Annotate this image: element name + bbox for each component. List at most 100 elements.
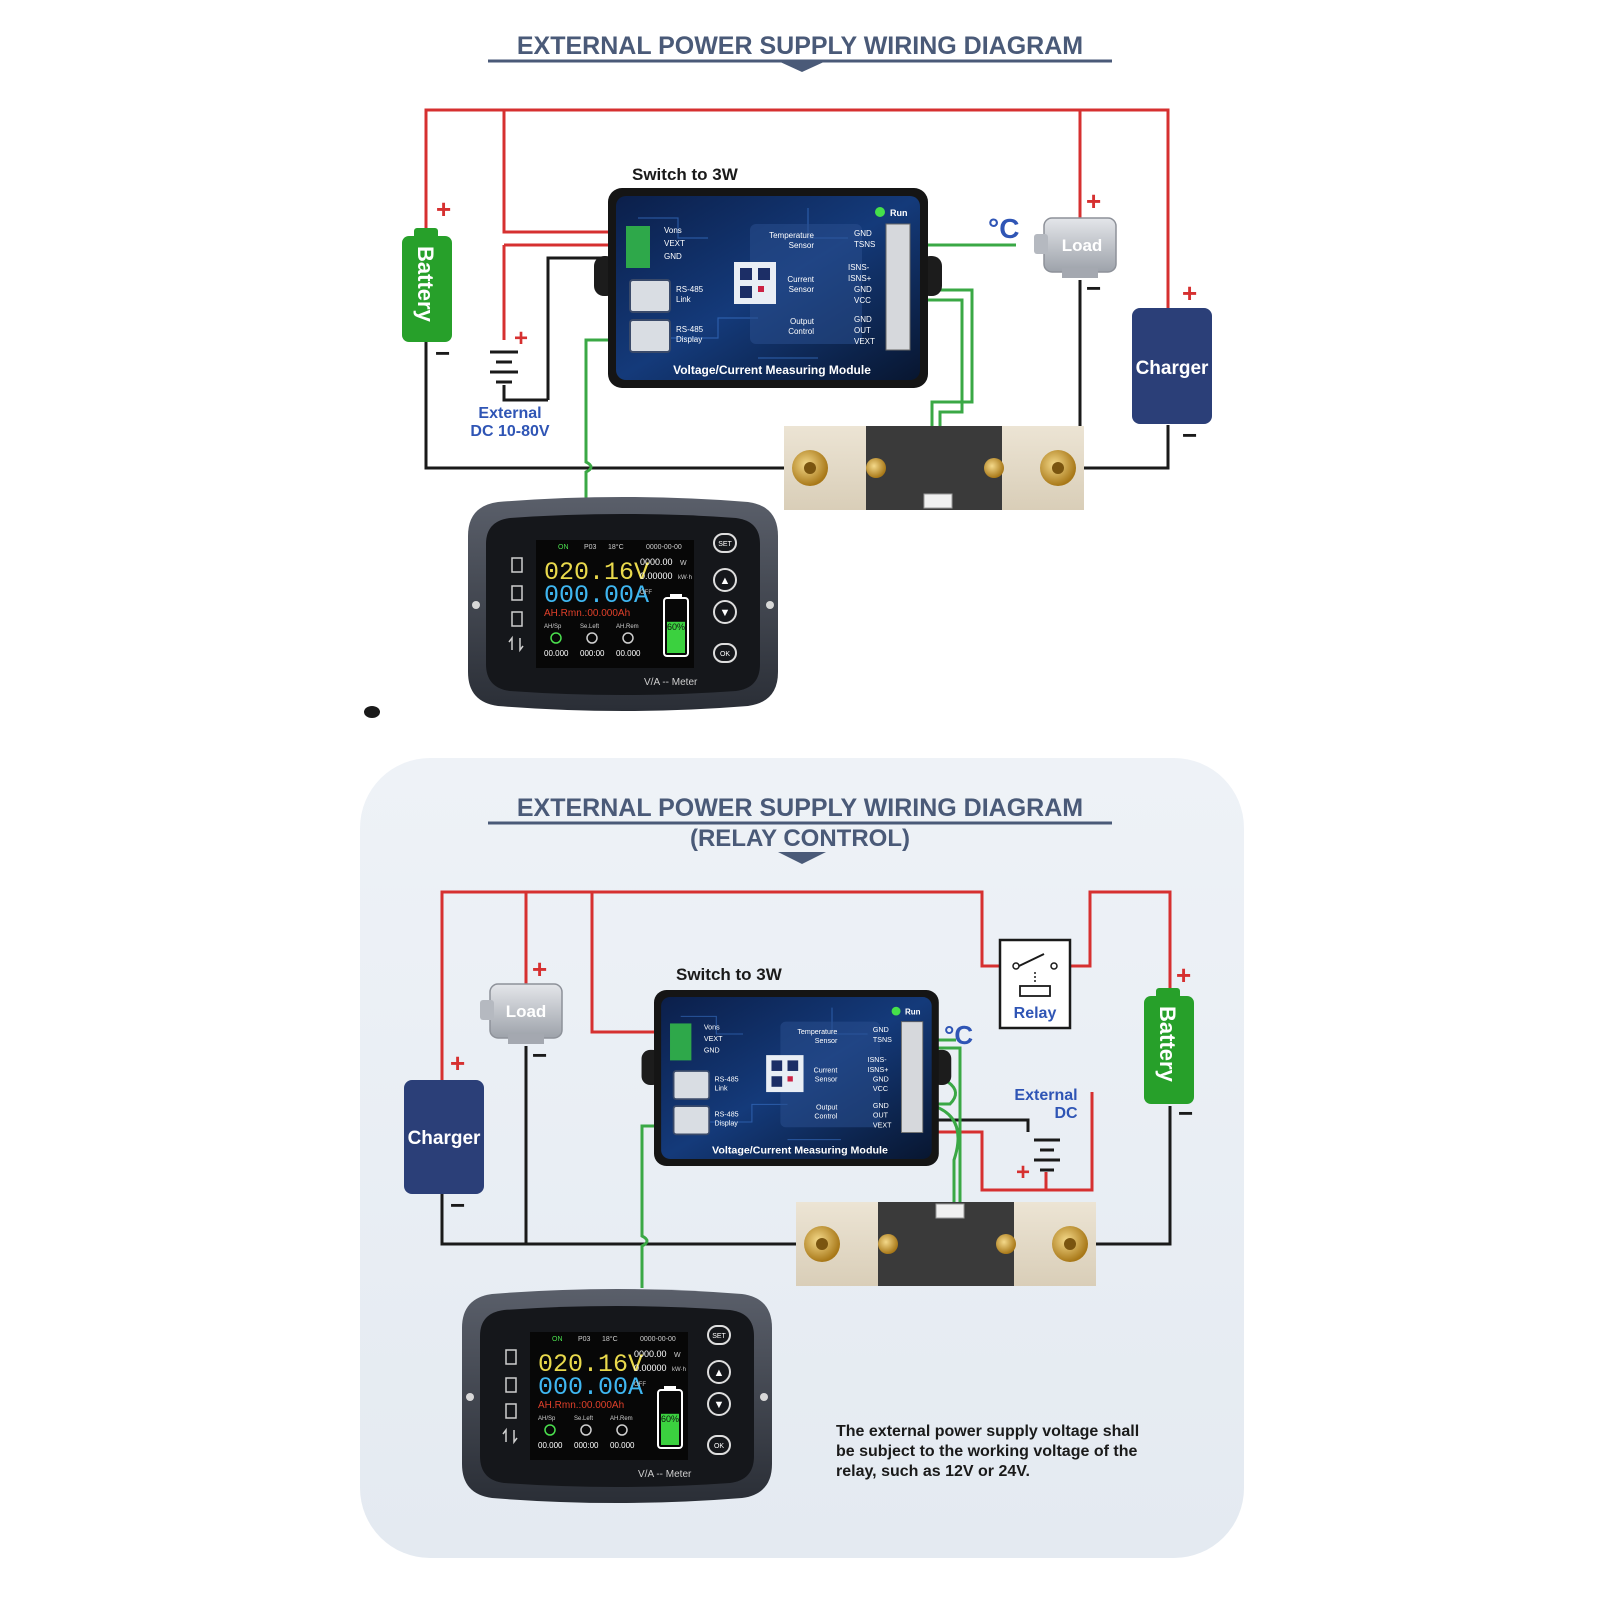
bottom-temp-group-2: Sensor [815,1037,838,1045]
bottom-charger [404,1080,484,1194]
bottom-measuring-module: Run Vons VEXT GND RS-485 Link RS-485 Dis… [641,989,952,1167]
top-meter-ok-button[interactable]: OK [713,643,737,663]
bottom-meter-power: 0000.00 [634,1349,667,1359]
bottom-note: The external power supply voltage shall … [836,1423,1139,1480]
top-meter-current: 000.00A [544,581,649,610]
bottom-note-line-3: relay, such as 12V or 24V. [836,1463,1030,1480]
bottom-meter-status-p: P03 [578,1336,591,1343]
bottom-title: EXTERNAL POWER SUPPLY WIRING DIAGRAM [517,794,1083,822]
bottom-pin-gnd: GND [704,1047,720,1055]
bottom-meter-stat-label-3: AH.Rem [610,1416,633,1422]
top-meter-stat-label-2: Se.Left [580,624,599,630]
top-meter-up-label: ▲ [720,575,731,587]
top-meter-status-temp: 18°C [608,543,624,551]
bottom-meter-ah-remain: AH.Rmn.:00.000Ah [538,1400,624,1411]
top-pin-vons: Vons [664,226,682,235]
top-module-rs485-link-port [629,279,671,313]
bottom-meter-status-temp: 18°C [602,1335,618,1343]
bottom-meter-energy: 0.00000 [634,1363,667,1373]
bottom-temp-symbol: °C [944,1020,973,1050]
top-charger [1132,308,1212,424]
bottom-meter-soc: 60% [661,1414,679,1424]
bottom-meter: ON P03 18°C 0000-00-00 020.16V 000.00A 0… [462,1289,772,1503]
top-meter-soc-fill [667,621,685,653]
top-output-group-1: Output [790,317,815,326]
top-external-dc-label-2: DC 10-80V [470,423,549,440]
top-load-plus: + [1086,186,1101,216]
top-title-arrow [778,61,826,72]
top-pin-temp-gnd: GND [854,229,872,238]
top-port2-line1: RS-485 [676,325,704,334]
bottom-meter-soc-fill [661,1413,679,1445]
top-module-run-label: Run [890,208,908,218]
top-module-name: Voltage/Current Measuring Module [673,363,871,377]
top-diagram: EXTERNAL POWER SUPPLY WIRING DIAGRAM Bat… [364,32,1212,718]
bottom-module-rs485-link-port [672,1070,711,1100]
top-meter-down-label: ▼ [720,607,731,619]
top-meter-ah-remain: AH.Rmn.:00.000Ah [544,608,630,619]
bottom-meter-up-label: ▲ [714,1367,725,1379]
top-meter-stat-1: 00.000 [544,649,569,658]
bottom-output-group-1: Output [816,1104,837,1112]
bottom-load-minus: − [532,1040,547,1070]
bottom-note-line-1: The external power supply voltage shall [836,1423,1139,1440]
bottom-battery: Battery [1144,988,1194,1104]
top-measuring-module: Run Vons VEXT GND RS-485 Link RS-485 Dis… [593,187,943,389]
bottom-pin-cur-gnd: GND [873,1076,889,1084]
top-pin-cur-gnd: GND [854,285,872,294]
top-pin-out-vext: VEXT [854,337,875,346]
top-meter-brand: V/A -- Meter [644,677,698,688]
top-charger-label: Charger [1136,358,1209,379]
bottom-meter-direction: OFF [634,1382,646,1388]
top-external-dc-plus: + [514,325,528,352]
bottom-port1-line2: Link [715,1084,729,1092]
top-meter-power: 0000.00 [640,557,673,567]
bottom-pin-vcc: VCC [873,1085,888,1093]
bottom-meter-ok-button[interactable]: OK [707,1435,731,1455]
top-load-minus: − [1086,273,1101,303]
bottom-temp-group-1: Temperature [797,1028,837,1036]
bottom-module-name: Voltage/Current Measuring Module [712,1145,888,1157]
top-meter-stat-3: 00.000 [616,649,641,658]
bottom-load: Load [480,983,563,1044]
stray-dot [364,706,380,718]
top-meter-soc: 60% [667,622,685,632]
top-meter-direction: OFF [640,590,652,596]
top-meter-power-unit: W [680,560,687,567]
bottom-meter-stat-label-2: Se.Left [574,1416,593,1422]
top-meter-set-button[interactable]: SET [713,533,737,553]
bottom-meter-buttons: SET ▲ ▼ OK [707,1325,731,1455]
bottom-pin-tsns: TSNS [873,1036,892,1044]
bottom-relay: Relay [998,938,1072,1030]
bottom-meter-up-button[interactable]: ▲ [707,1360,731,1384]
bottom-meter-set-button[interactable]: SET [707,1325,731,1345]
top-module-rs485-display-port [629,319,671,353]
bottom-load-plus: + [532,954,547,984]
top-meter-set-label: SET [718,541,732,548]
top-meter-stat-label-3: AH.Rem [616,624,639,630]
bottom-meter-brand: V/A -- Meter [638,1469,692,1480]
top-meter-up-button[interactable]: ▲ [713,568,737,592]
top-pin-tsns: TSNS [854,240,875,249]
top-meter-battery-gauge [663,594,689,657]
bottom-meter-power-unit: W [674,1352,681,1359]
bottom-meter-side-icons [502,1349,518,1445]
top-title: EXTERNAL POWER SUPPLY WIRING DIAGRAM [517,32,1083,60]
bottom-diagram: EXTERNAL POWER SUPPLY WIRING DIAGRAM (RE… [360,758,1244,1558]
top-port1-line2: Link [676,295,692,304]
top-meter-stat-labels: AH/Sp Se.Left AH.Rem [544,624,639,630]
top-meter-down-button[interactable]: ▼ [713,600,737,624]
bottom-external-dc-symbol [1034,1138,1060,1172]
bottom-pin-isns-plus: ISNS+ [868,1066,889,1074]
bottom-pin-out-gnd: GND [873,1102,889,1110]
bottom-module-sensor-terminal [900,1021,924,1133]
bottom-battery-label: Battery [1155,1006,1180,1083]
bottom-meter-down-button[interactable]: ▼ [707,1392,731,1416]
top-meter-status-on: ON [558,544,569,551]
top-temp-symbol: °C [988,213,1019,244]
bottom-current-group-2: Sensor [815,1076,838,1084]
bottom-meter-stat-label-1: AH/Sp [538,1416,556,1422]
top-meter-status-date: 0000-00-00 [646,544,682,551]
bottom-title-arrow [778,852,826,864]
